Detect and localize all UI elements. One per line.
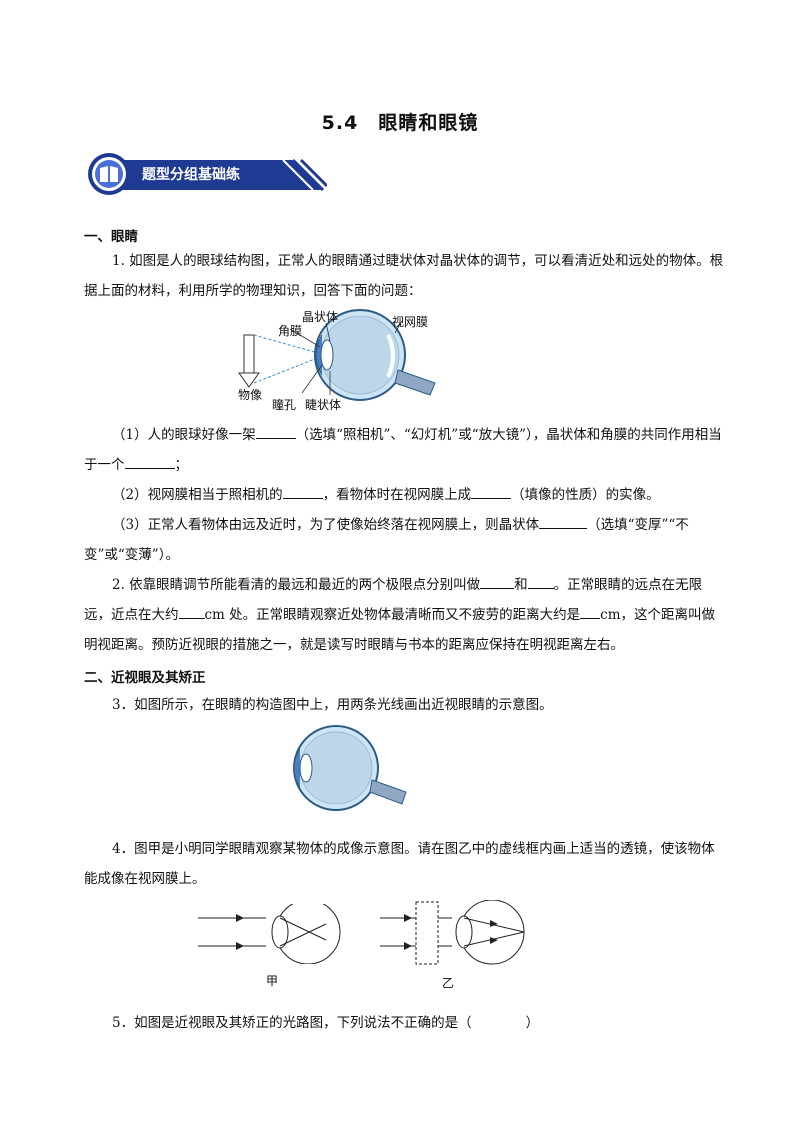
section-banner xyxy=(88,153,327,195)
question-5: 5．如图是近视眼及其矫正的光路图，下列说法不正确的是（ ） xyxy=(112,1015,540,1031)
question-1-sub-3: （3）正常人看物体由远及近时，为了使像始终落在视网膜上，则晶状体（选填“变厚”“… xyxy=(84,510,724,570)
question-3: 3．如图所示，在眼睛的构造图中上，用两条光线画出近视眼睛的示意图。 xyxy=(112,697,553,713)
answer-blank[interactable] xyxy=(178,604,205,619)
label-object: 物像 xyxy=(238,388,263,402)
question-1-sub-2: （2）视网膜相当于照相机的，看物体时在视网膜上成（填像的性质）的实像。 xyxy=(84,480,724,510)
eye-diagram-q3 xyxy=(293,725,407,811)
answer-blank[interactable] xyxy=(539,514,588,529)
dashed-lens-box xyxy=(415,901,439,965)
label-lens: 晶状体 xyxy=(302,310,339,324)
figure-a-myopic-eye xyxy=(198,904,341,964)
answer-blank[interactable] xyxy=(255,424,296,439)
question-2: 2. 依靠眼睛调节所能看清的最远和最近的两个极限点分别叫做和。正常眼睛的远点在无… xyxy=(84,570,724,660)
label-retina: 视网膜 xyxy=(392,315,429,329)
question-1-stem: 1. 如图是人的眼球结构图，正常人的眼睛通过睫状体对晶状体的调节，可以看清近处和… xyxy=(84,253,724,299)
figure-b-correction xyxy=(380,900,525,965)
question-1-sub-1: （1）人的眼球好像一架（选填“照相机”、“幻灯机”或“放大镜”），晶状体和角膜的… xyxy=(84,420,724,480)
answer-blank[interactable] xyxy=(527,574,554,589)
object-arrow-icon xyxy=(238,334,260,388)
answer-blank[interactable] xyxy=(471,484,512,499)
label-cornea: 角膜 xyxy=(278,324,303,338)
figure-a-caption: 甲 xyxy=(266,974,279,988)
page-title: 5.4 眼睛和眼镜 xyxy=(321,112,479,134)
answer-blank[interactable] xyxy=(480,574,515,589)
banner-label: 题型分组基础练 xyxy=(142,167,240,183)
answer-blank[interactable] xyxy=(580,604,601,619)
label-ciliary: 睫状体 xyxy=(305,398,342,412)
question-4: 4．图甲是小明同学眼睛观察某物体的成像示意图。请在图乙中的虚线框内画上适当的透镜… xyxy=(84,841,715,887)
section-heading-myopia: 二、近视眼及其矫正 xyxy=(84,670,206,686)
section-heading-eye: 一、眼睛 xyxy=(84,229,138,245)
figure-b-caption: 乙 xyxy=(442,976,455,990)
answer-blank[interactable] xyxy=(124,454,175,469)
label-pupil: 瞳孔 xyxy=(272,398,297,412)
eye-structure-figure xyxy=(238,309,436,401)
book-icon xyxy=(100,166,118,182)
answer-blank[interactable] xyxy=(282,484,323,499)
